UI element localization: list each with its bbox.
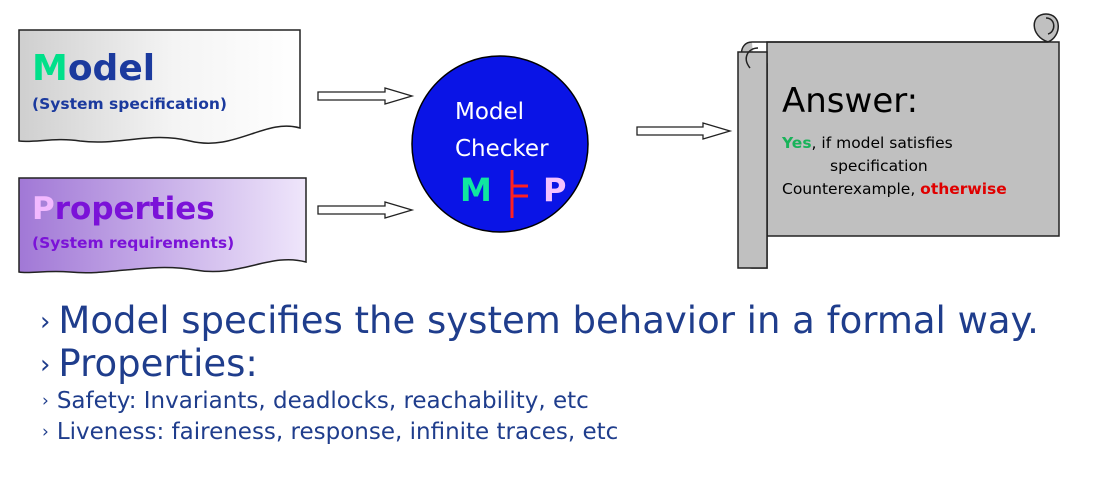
answer-counterexample: Counterexample, [782,180,920,198]
bullet-marker: › [42,391,49,411]
scroll-left-edge [737,51,768,269]
model-box: Model (System specification) [18,29,301,144]
svg-text:Counterexample, otherwise: Counterexample, otherwise [782,180,1007,198]
svg-text:Yes, if model satisfies: Yes, if model satisfies [781,134,953,152]
model-checker-circle [411,55,589,233]
model-subtitle: (System specification) [32,95,227,113]
properties-box: Properties (System requirements) [18,177,307,274]
model-checking-diagram: Model (System specification) Properties … [18,13,1060,274]
answer-title: Answer: [782,81,918,121]
bullet-text: Model specifies the system behavior in a… [58,299,1039,342]
answer-otherwise: otherwise [920,180,1007,198]
bullet-item: › Safety: Invariants, deadlocks, reachabi… [42,386,1090,417]
scroll-body [766,41,1060,237]
arrow-properties-to-checker [317,201,415,219]
model-checker-label-line1: Model [455,99,524,125]
scroll-left-curl [745,47,759,69]
svg-text:Model: Model [32,48,155,89]
bullet-item: › Liveness: faireness, response, infinite… [42,417,1090,448]
model-box-shape [18,29,301,144]
arrow-checker-to-answer [636,122,733,140]
properties-title-rest: roperties [55,191,215,227]
svg-text:Properties: Properties [32,191,215,227]
properties-box-shape [18,177,307,274]
model-title-rest: odel [68,48,155,89]
bullet-text: Liveness: faireness, response, infinite … [56,419,619,445]
model-checker-node: Model Checker M P [411,55,589,233]
model-checker-label-line2: Checker [455,136,549,162]
turnstile-icon [510,170,528,218]
properties-title-initial: P [32,191,55,227]
arrow-model-to-checker [317,87,415,105]
bullet-marker: › [40,307,51,337]
properties-subtitle: (System requirements) [32,234,234,252]
bullet-list: ›Model specifies the system behavior in … [40,300,1090,448]
answer-yes: Yes [781,134,812,152]
answer-scroll [737,13,1060,269]
satisfaction-symbol-p: P [543,171,566,209]
answer-line2: specification [830,157,928,175]
bullet-marker: › [42,422,49,442]
satisfaction-symbol-m: M [460,171,492,209]
bullet-item: ›Properties: [40,343,1090,386]
scroll-top-curl [1045,17,1055,35]
bullet-text: Safety: Invariants, deadlocks, reachabil… [56,388,589,414]
model-title-initial: M [32,48,68,89]
bullet-item: ›Model specifies the system behavior in … [40,300,1090,343]
scroll-top-roll [752,13,1059,43]
answer-yes-rest: , if model satisfies [812,134,953,152]
bullet-marker: › [40,350,51,380]
bullet-text: Properties: [58,342,258,385]
